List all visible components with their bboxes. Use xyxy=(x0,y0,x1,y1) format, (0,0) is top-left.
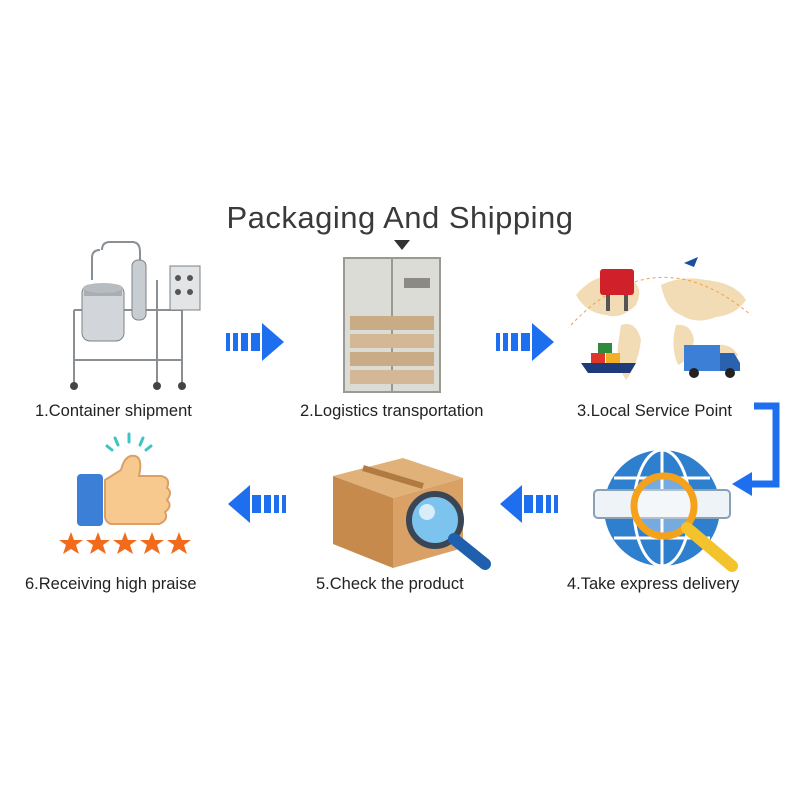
extraction-machine-icon xyxy=(70,241,201,390)
globe-search-icon xyxy=(593,448,738,572)
step-label: 5.Check the product xyxy=(316,575,464,593)
step-label: 6.Receiving high praise xyxy=(25,575,197,593)
box-magnifier-icon xyxy=(333,458,491,570)
arrow-left-icon xyxy=(500,485,558,523)
wooden-crate-icon xyxy=(343,257,441,393)
arrow-elbow-icon xyxy=(732,402,780,496)
arrow-left-icon xyxy=(228,485,286,523)
down-triangle-icon xyxy=(394,240,410,250)
page-title: Packaging And Shipping xyxy=(226,200,574,235)
step-label: 3.Local Service Point xyxy=(577,402,733,420)
world-map-transport-icon xyxy=(570,257,752,380)
step-label: 4.Take express delivery xyxy=(567,575,740,593)
five-stars-icon xyxy=(59,532,191,554)
thumbs-up-stars-icon xyxy=(77,432,171,526)
step-label: 2.Logistics transportation xyxy=(300,402,484,420)
step-label: 1.Container shipment xyxy=(35,402,192,420)
arrow-right-icon xyxy=(226,323,284,361)
arrow-right-icon xyxy=(496,323,554,361)
